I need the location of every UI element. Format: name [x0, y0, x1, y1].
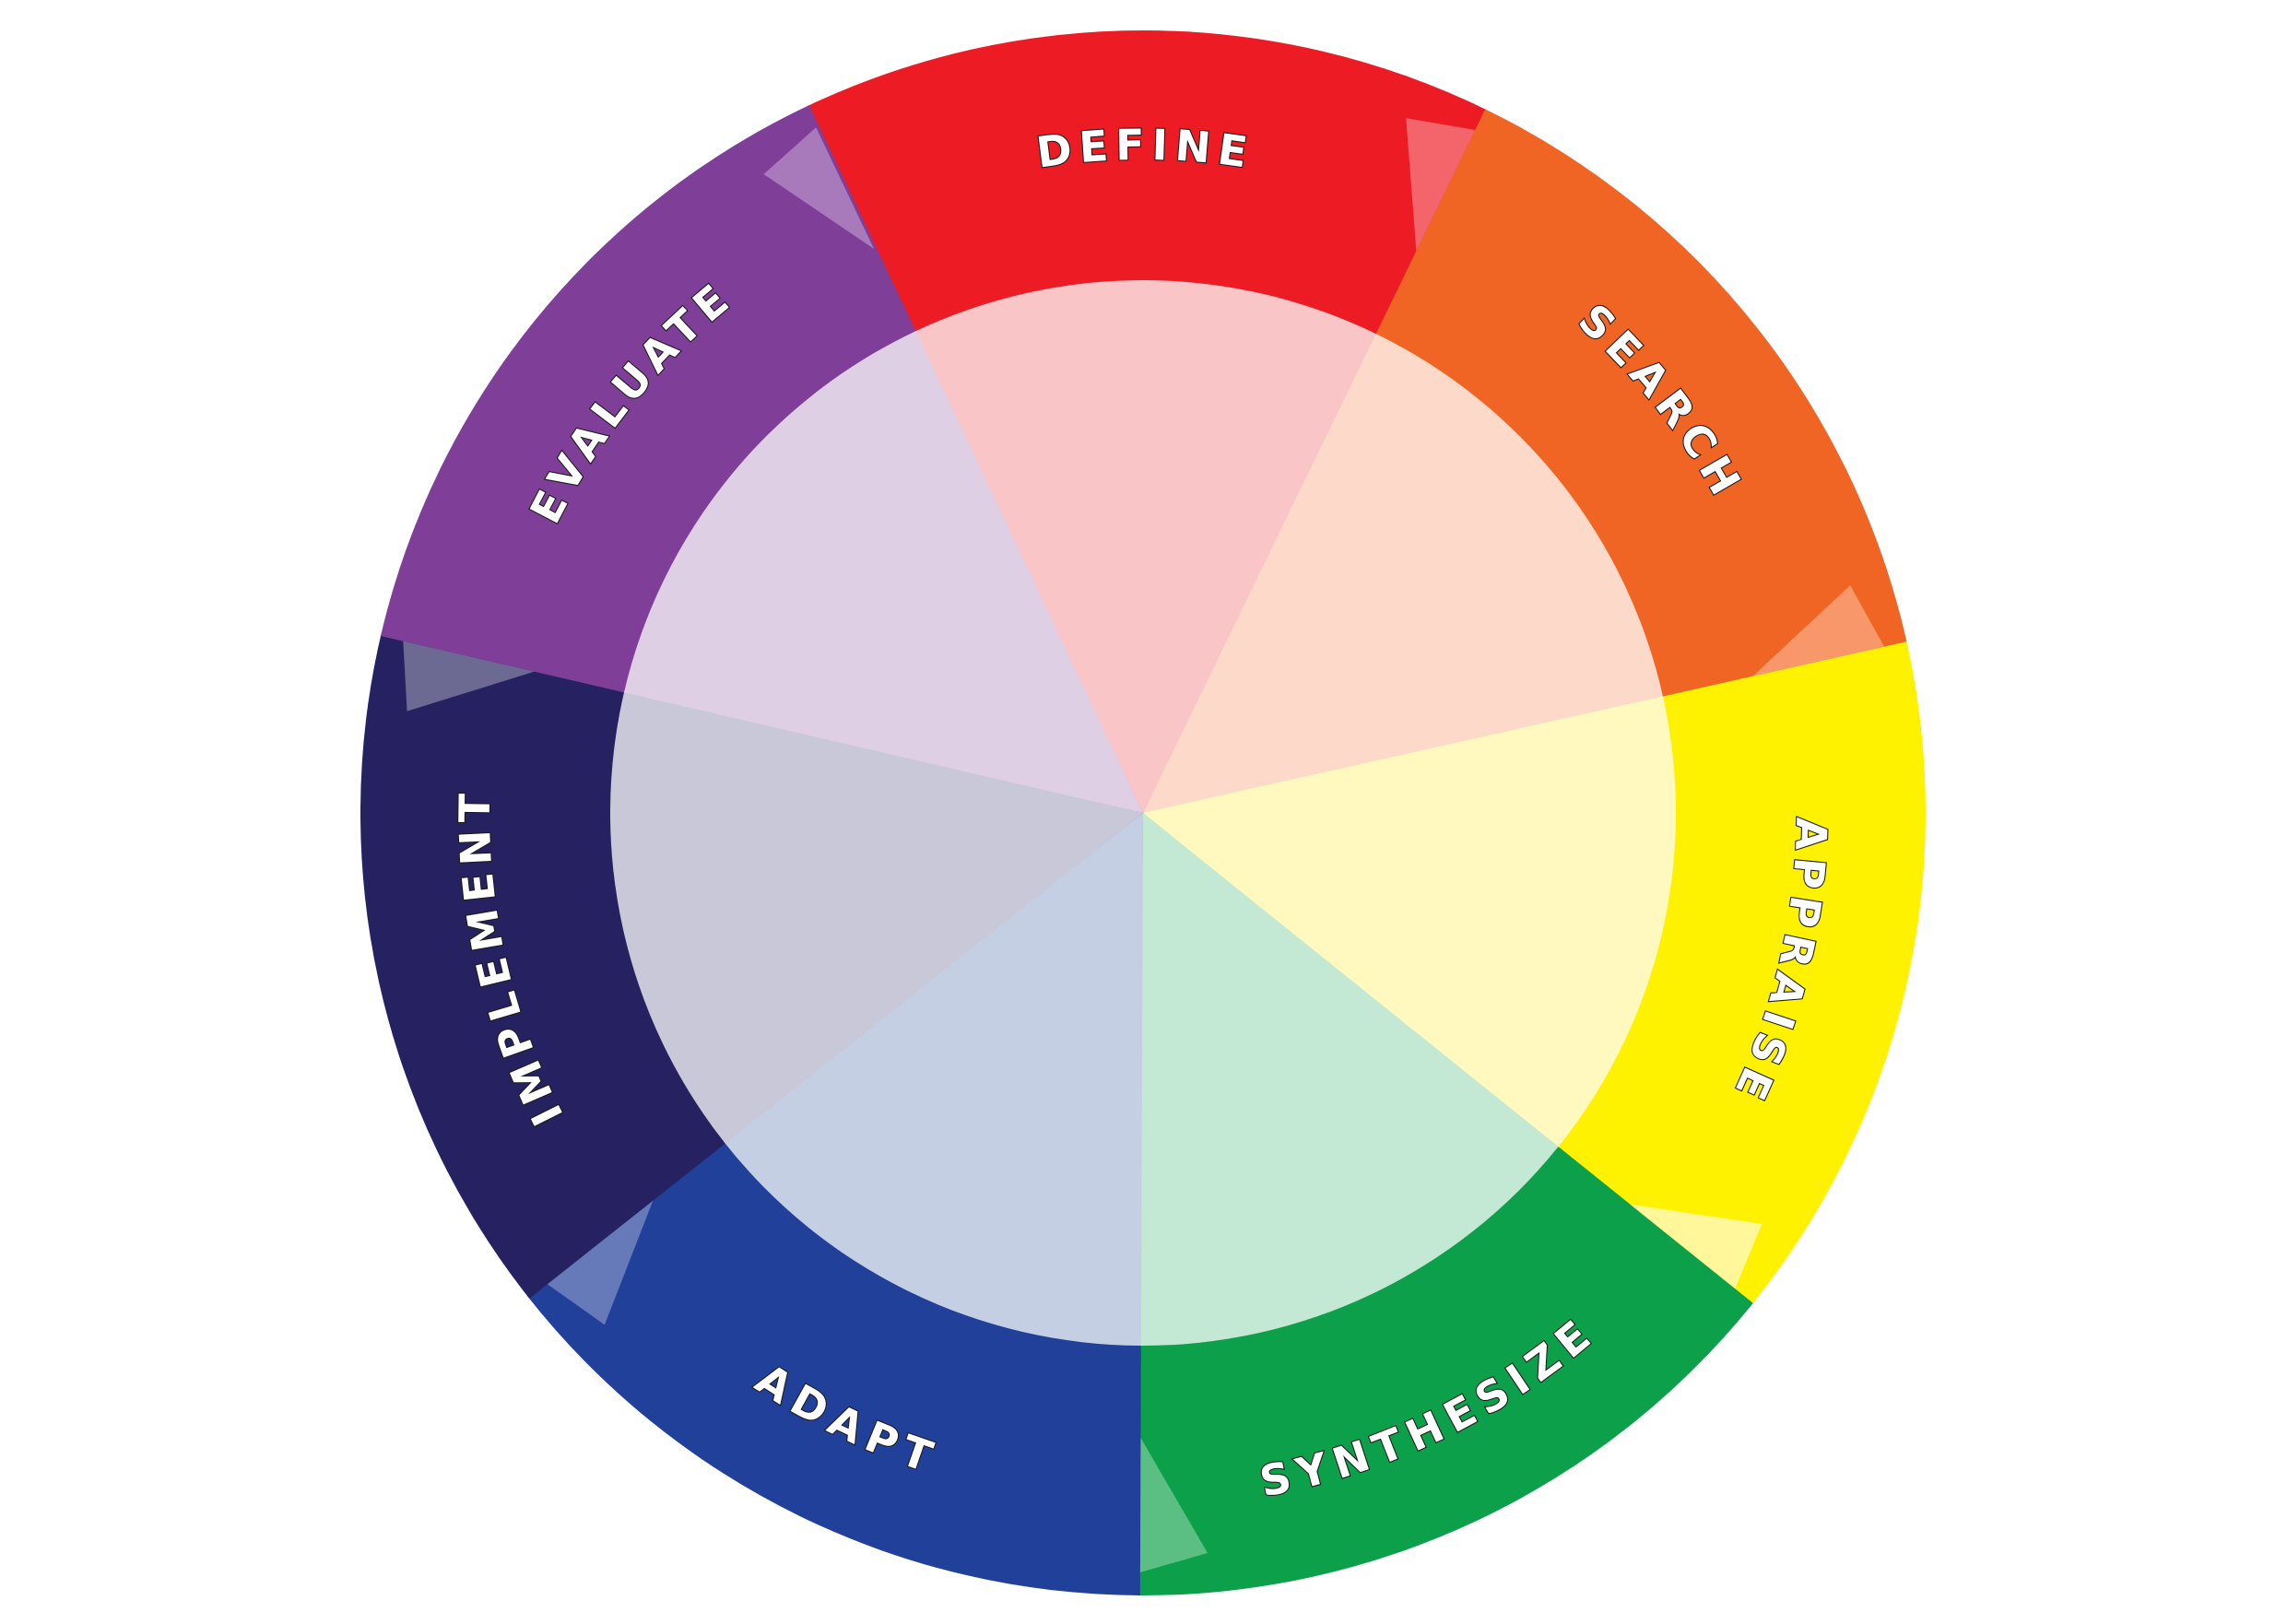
arrow-evaluate [763, 127, 875, 250]
inner-segment-appraise [1143, 696, 1677, 1149]
stage-label-define: DEFINE [1033, 119, 1257, 178]
arrow-appraise [1630, 1204, 1762, 1289]
inner-segment-search [1143, 334, 1664, 813]
arrow-search [1752, 585, 1885, 677]
inner-segment-evaluate [623, 331, 1143, 814]
direction-arrows [403, 118, 1885, 1572]
inner-segment-synthesize [1138, 813, 1559, 1346]
arrow-define [1406, 118, 1476, 252]
inner-segment-adapt [724, 813, 1143, 1346]
arrow-adapt [547, 1200, 654, 1325]
inner-segment-implement [609, 689, 1143, 1144]
arrow-implement [403, 641, 535, 712]
arrow-synthesize [1139, 1438, 1208, 1572]
inner-disc [609, 280, 1677, 1346]
inner-segment-define [914, 280, 1378, 813]
